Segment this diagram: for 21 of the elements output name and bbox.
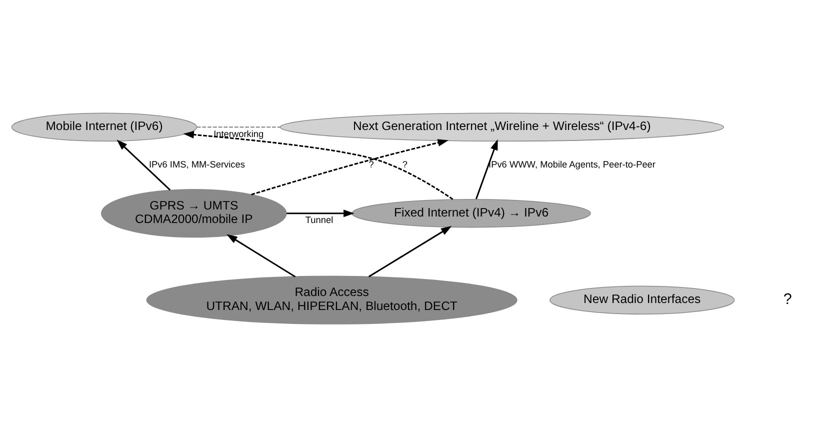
- arrow: [475, 139, 498, 200]
- connector: [196, 126, 281, 128]
- node-ellipse: New Radio Interfaces: [549, 286, 735, 314]
- edge-label: IPv6 IMS, MM-Services: [148, 160, 245, 170]
- node-ellipse: Radio Access UTRAN, WLAN, HIPERLAN, Bluetooth, DECT: [146, 276, 518, 324]
- arrow: [368, 226, 452, 278]
- arrow: [251, 139, 449, 196]
- edge-label: ?: [402, 160, 408, 170]
- label: ?: [783, 290, 792, 308]
- arrow: [226, 234, 296, 278]
- node-ellipse: GPRS → UMTS CDMA2000/mobile IP: [100, 189, 287, 238]
- arrow: [116, 140, 171, 191]
- node-ellipse: Mobile Internet (IPv6): [11, 112, 198, 142]
- edge-label: Tunnel: [305, 215, 334, 225]
- edge-label: IPv6 WWW, Mobile Agents, Peer-to-Peer: [488, 160, 656, 170]
- edge-label: Interworking: [214, 128, 264, 139]
- arrow: [286, 210, 354, 218]
- node-ellipse: Fixed Internet (IPv4) → IPv6: [352, 198, 591, 228]
- node-ellipse: Next Generation Internet „Wireline + Wireless“ (IPv4-6): [280, 112, 724, 142]
- edge-label: ?: [368, 160, 374, 170]
- arrow: [183, 130, 454, 200]
